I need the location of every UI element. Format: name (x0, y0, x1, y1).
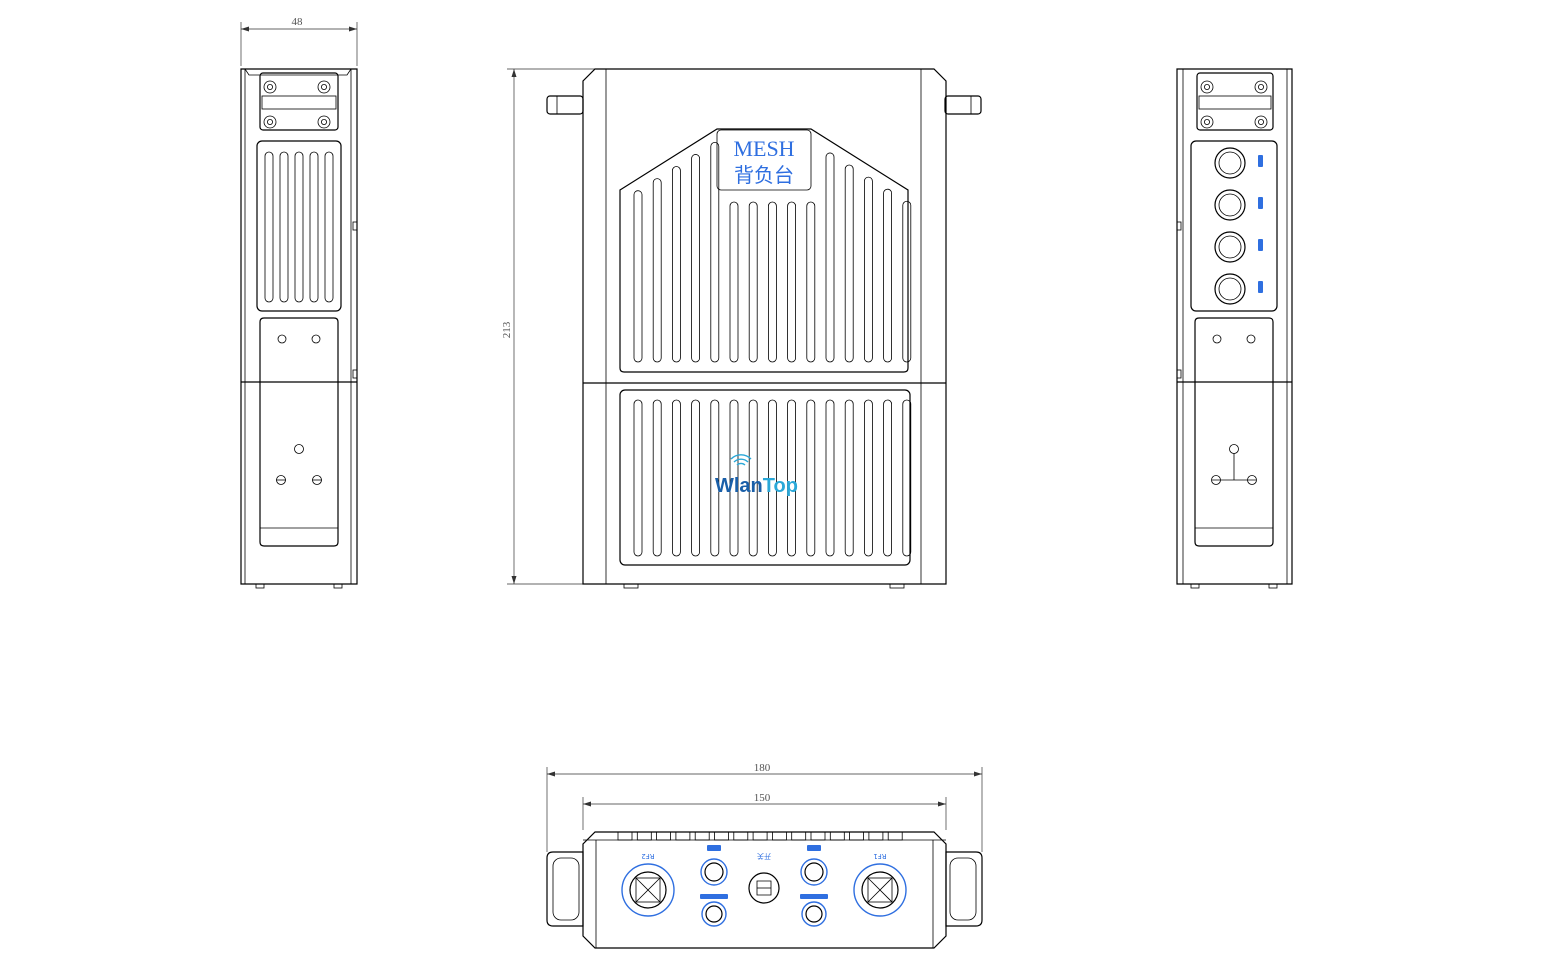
vent-tooth (694, 831, 710, 841)
wlantop-logo: WlanTop (715, 454, 798, 497)
vent-tooth (733, 831, 749, 841)
vent-slot (710, 141, 720, 363)
width-dimension-150: 150 (582, 792, 947, 830)
logo-mesh-text: MESH (733, 136, 794, 161)
height-dimension-213: 213 (501, 68, 600, 585)
vent-tooth (617, 831, 633, 841)
vent-slot (652, 178, 662, 363)
side-port-3 (1214, 231, 1246, 263)
vent-slot (672, 399, 681, 557)
vent-tooth (714, 831, 729, 841)
width-dimension-180: 180 (546, 762, 983, 852)
front-view: 213 MESH 背负台 WlanTop (501, 68, 982, 589)
upper-vent-slots (633, 141, 912, 363)
vent-slot (691, 154, 700, 363)
vent-slot (729, 201, 739, 363)
vent-tooth (752, 831, 768, 841)
rf2-connector: RF2 (621, 852, 675, 917)
vent-slot (883, 188, 892, 363)
vent-slot (768, 201, 777, 363)
dimension-label-48: 48 (292, 16, 304, 28)
vent-slot (864, 176, 873, 363)
left-side-view: 48 (240, 16, 358, 589)
vent-tooth (791, 831, 807, 841)
rf2-label: RF2 (641, 852, 654, 860)
port-lower-right (800, 894, 828, 927)
vent-slot (864, 399, 873, 557)
side-port-marks (1258, 155, 1263, 293)
bottom-view: 180 150 RF2 (546, 762, 983, 949)
vent-tooth (810, 831, 826, 841)
width-dimension-48: 48 (240, 16, 358, 66)
side-port-2 (1214, 189, 1246, 221)
side-port-1 (1214, 147, 1246, 179)
vent-slot (672, 166, 681, 363)
right-side-view (1176, 68, 1293, 589)
vent-slot (825, 399, 835, 557)
vent-slot (748, 399, 758, 557)
vent-slot (729, 399, 739, 557)
vent-tooth (868, 831, 884, 841)
side-port-4 (1214, 273, 1246, 305)
dimension-label-150: 150 (754, 792, 771, 804)
rf1-connector: RF1 (853, 852, 907, 917)
vent-slot (844, 399, 854, 557)
vent-tooth (887, 831, 903, 841)
vent-tooth (772, 831, 787, 841)
vent-slot (902, 200, 912, 363)
vent-tooth (829, 831, 845, 841)
vent-slot (787, 201, 796, 363)
power-switch: 开关 (748, 852, 780, 904)
port-lower-left (700, 894, 728, 927)
logo-chinese-text: 背负台 (734, 163, 794, 187)
vent-slot (844, 164, 854, 363)
vent-slot (768, 399, 777, 557)
vent-tooth (636, 831, 652, 841)
rf1-label: RF1 (873, 852, 886, 860)
vent-teeth-edge (617, 831, 903, 841)
vent-slot (633, 399, 643, 557)
vent-slot (633, 190, 643, 363)
power-switch-label: 开关 (757, 852, 771, 861)
vent-slot (806, 399, 816, 557)
vent-slot (902, 399, 912, 557)
vent-slot (691, 399, 700, 557)
vent-tooth (675, 831, 691, 841)
vent-tooth (849, 831, 864, 841)
lower-vent-slots (633, 399, 912, 557)
vent-slot (748, 201, 758, 363)
vent-slot (710, 399, 720, 557)
port-upper-right (800, 845, 828, 886)
brand-text: WlanTop (715, 475, 798, 497)
dimension-label-213: 213 (501, 321, 513, 338)
vent-slot (787, 399, 796, 557)
vent-slot (883, 399, 892, 557)
vent-slot (652, 399, 662, 557)
port-upper-left (700, 845, 728, 886)
dimension-label-180: 180 (754, 762, 771, 774)
vent-tooth (656, 831, 671, 841)
vent-slot (825, 152, 835, 363)
vent-slot (806, 201, 816, 363)
